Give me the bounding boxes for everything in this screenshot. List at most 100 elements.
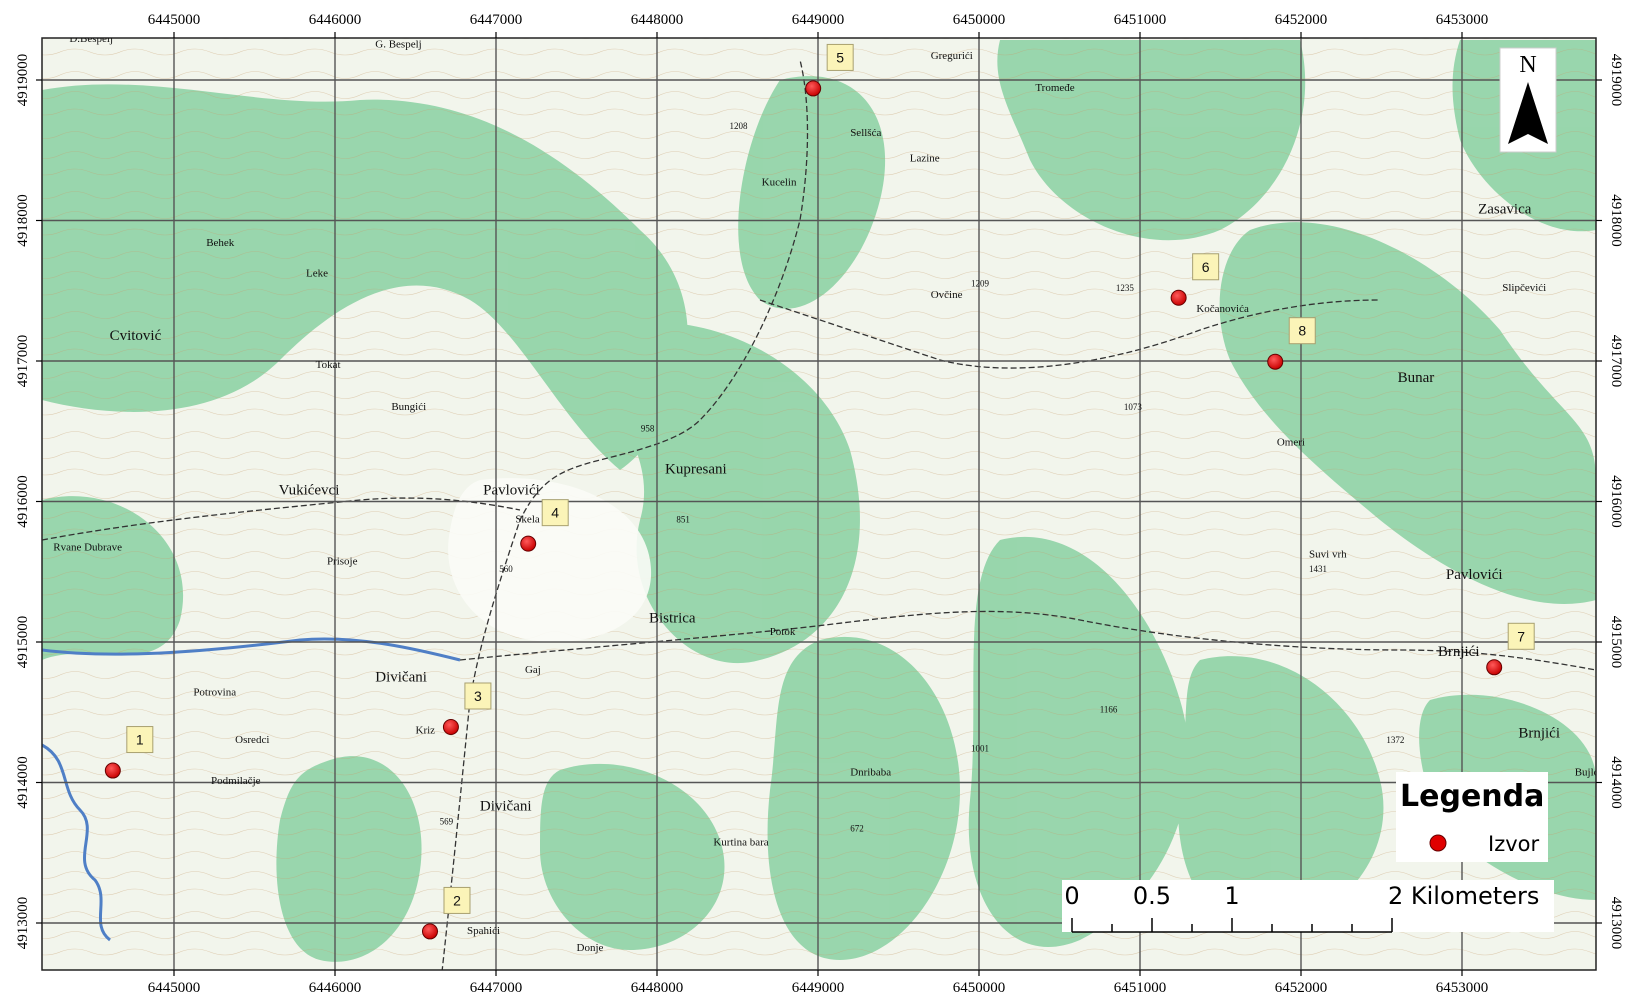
place-name: Divičani — [480, 799, 532, 815]
x-tick-label-bottom: 6449000 — [792, 980, 845, 996]
place-name: Bujlodić — [1575, 766, 1613, 778]
place-name: Dnribaba — [850, 766, 891, 778]
spring-label-box — [1192, 253, 1220, 281]
place-name: Brnjići — [1518, 726, 1560, 742]
elevation-label: 851 — [676, 515, 690, 525]
x-tick-label-top: 6445000 — [148, 12, 201, 28]
place-name: Pavlovići — [483, 482, 540, 498]
x-tick-label-bottom: 6448000 — [631, 980, 684, 996]
elevation-label: 1073 — [1124, 402, 1143, 412]
axis-tick-labels: 6445000644500064460006446000644700064470… — [15, 12, 1624, 996]
y-tick-label-left: 4915000 — [15, 616, 31, 669]
elevation-label: 1001 — [971, 744, 989, 754]
x-tick-label-top: 6448000 — [631, 12, 684, 28]
place-name: Divičani — [375, 669, 427, 685]
spring-label-box — [126, 726, 154, 754]
place-name: Bistrica — [649, 610, 696, 626]
y-tick-label-left: 4916000 — [15, 475, 31, 528]
spring-marker[interactable]: 2 — [421, 886, 471, 940]
place-name: Gregurići — [931, 50, 973, 62]
place-name: Pavlovići — [1446, 567, 1503, 583]
y-tick-label-right: 4915000 — [1608, 616, 1624, 669]
spring-label-box — [1507, 622, 1535, 650]
y-tick-label-left: 4918000 — [15, 194, 31, 247]
x-tick-label-bottom: 6445000 — [148, 980, 201, 996]
scale-label-0: 0 — [1064, 882, 1079, 910]
spring-label: 8 — [1298, 323, 1306, 339]
spring-label-box — [464, 682, 492, 710]
place-name: Potrovina — [193, 686, 236, 698]
y-tick-label-right: 4918000 — [1608, 194, 1624, 247]
spring-icon — [442, 719, 459, 736]
spring-label: 3 — [474, 688, 482, 704]
x-tick-label-top: 6446000 — [309, 12, 362, 28]
x-tick-label-bottom: 6447000 — [470, 980, 523, 996]
place-name: Tromeđe — [1035, 82, 1074, 94]
place-name: Kurtina bara — [713, 837, 768, 849]
spring-label: 1 — [136, 732, 144, 748]
elevation-label: 1431 — [1309, 564, 1327, 574]
y-tick-label-right: 4914000 — [1608, 756, 1624, 809]
spring-marker[interactable]: 8 — [1267, 317, 1316, 370]
elevation-label: 672 — [850, 824, 864, 834]
place-name: Osredci — [235, 734, 269, 746]
place-name: Vukićevci — [279, 482, 340, 498]
place-name: G. Bespelj — [375, 39, 421, 51]
north-arrow-icon — [1508, 82, 1548, 144]
spring-marker[interactable]: 5 — [805, 43, 854, 97]
spring-marker[interactable]: 1 — [104, 726, 154, 779]
place-name: Prisoje — [327, 556, 358, 568]
spring-label: 5 — [836, 49, 844, 65]
spring-icon — [520, 535, 537, 552]
place-name: Gaj — [525, 664, 541, 676]
axis-ticks — [36, 32, 1602, 976]
place-name: Podmilačje — [211, 775, 261, 787]
x-tick-label-top: 6450000 — [953, 12, 1006, 28]
spring-marker[interactable]: 6 — [1170, 253, 1220, 306]
spring-label: 2 — [453, 892, 461, 908]
spring-marker[interactable]: 4 — [520, 499, 569, 552]
scale-label-0-5: 0.5 — [1133, 882, 1171, 910]
spring-icon — [104, 762, 121, 779]
elevation-label: 1235 — [1116, 283, 1135, 293]
scale-bar-ticks — [1071, 918, 1393, 933]
place-name: Kucelin — [762, 176, 797, 188]
scale-label-1: 1 — [1224, 882, 1239, 910]
spring-markers: 1 2 3 4 5 6 8 7 — [104, 43, 1535, 940]
spring-icon — [805, 80, 822, 97]
legend-title: Legenda — [1400, 779, 1544, 814]
spring-icon — [421, 923, 438, 940]
x-tick-label-bottom: 6451000 — [1114, 980, 1167, 996]
legend: Legenda Izvor — [1396, 772, 1548, 862]
x-tick-label-top: 6453000 — [1436, 12, 1489, 28]
spring-label-box — [541, 499, 569, 527]
elevation-label: 1209 — [971, 279, 990, 289]
place-name: Potok — [770, 626, 796, 638]
place-name: Ovčine — [931, 289, 963, 301]
scale-label-2-km: 2 Kilometers — [1388, 882, 1539, 910]
place-name: Sellšća — [850, 127, 881, 139]
x-tick-label-top: 6452000 — [1275, 12, 1328, 28]
north-label: N — [1519, 52, 1536, 78]
y-tick-label-left: 4913000 — [15, 897, 31, 950]
spring-label: 4 — [551, 505, 559, 521]
elevation-labels: 1208958107312351209143113721001116685156… — [440, 121, 1405, 834]
spring-icon — [1267, 353, 1284, 370]
legend-item-label: Izvor — [1488, 832, 1539, 856]
place-name: Kupresani — [665, 461, 727, 477]
x-tick-label-top: 6449000 — [792, 12, 845, 28]
legend-spring-icon — [1429, 834, 1447, 852]
spring-label-box — [443, 886, 471, 914]
y-tick-label-left: 4917000 — [15, 335, 31, 388]
y-tick-label-right: 4916000 — [1608, 475, 1624, 528]
spring-marker[interactable]: 7 — [1486, 622, 1535, 676]
scale-bar: 0 0.5 1 2 Kilometers — [1062, 880, 1554, 933]
place-name: Spahići — [467, 925, 500, 937]
place-name: Bunar — [1398, 370, 1435, 386]
place-name: Suvi vrh — [1309, 549, 1347, 561]
place-name: Leke — [306, 268, 328, 280]
map-background — [42, 38, 1596, 970]
spring-marker[interactable]: 3 — [442, 682, 492, 736]
place-name: Brnjići — [1438, 644, 1480, 660]
place-name: Skela — [515, 514, 540, 526]
